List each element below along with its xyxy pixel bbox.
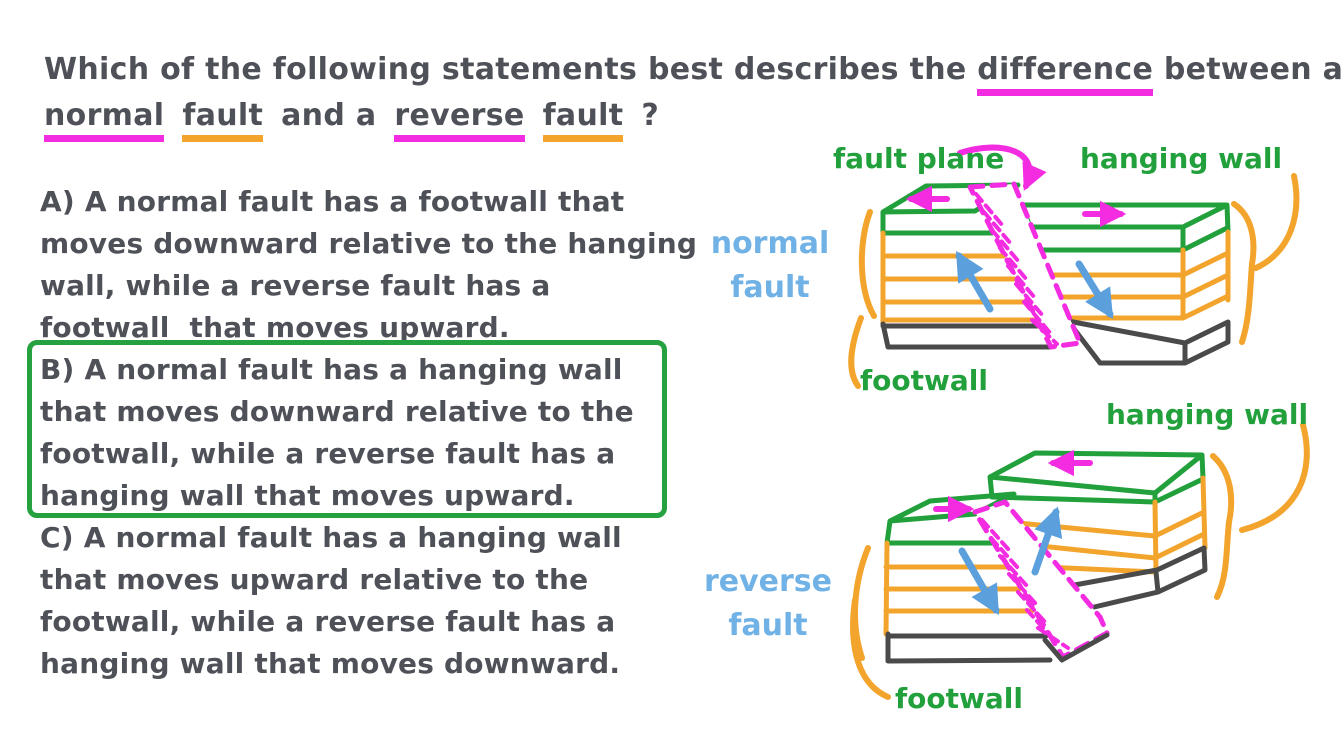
question-line-1: Which of the following statements best d… — [44, 52, 1344, 96]
question-line-2: normal fault and a reverse fault ? — [44, 98, 659, 142]
reverse-fault-plane-band — [972, 499, 1110, 663]
fault-plane-fill — [975, 502, 1107, 657]
block-orange-layers — [883, 540, 1035, 637]
fault-plane-pointer-arrow-icon — [957, 144, 1047, 191]
reverse-fault-label: reverse fault — [698, 560, 838, 648]
fault-foot-dark-edge — [1042, 632, 1110, 663]
fault-plane-label: fault plane — [833, 142, 1005, 175]
reverse-footwall-label: footwall — [895, 682, 1023, 715]
question-text: between a — [1153, 52, 1344, 87]
fault-plane-fill — [970, 184, 1080, 347]
fault-plane-outline — [967, 181, 1083, 350]
footwall-motion-arrow-icon — [958, 547, 1000, 616]
question-highlight-fault-2: fault — [542, 98, 624, 142]
question-highlight-difference: difference — [977, 52, 1154, 96]
option-b-line: that moves downward relative to the — [40, 395, 634, 428]
question-mark: ? — [641, 98, 660, 133]
option-b-line: hanging wall that moves upward. — [40, 479, 575, 512]
question-text: and a — [281, 98, 377, 133]
block-dark-base — [880, 321, 1054, 350]
block-dark-base — [1055, 545, 1208, 615]
option-b-line: footwall, while a reverse fault has a — [40, 437, 616, 470]
option-a-line: footwall that moves upward. — [40, 311, 510, 344]
option-a: A) A normal fault has a footwall that mo… — [40, 181, 697, 349]
reverse-fault-diagram — [850, 422, 1310, 700]
question-highlight-reverse: reverse — [394, 98, 525, 142]
option-c: C) A normal fault has a hanging wall tha… — [40, 517, 622, 685]
footwall-motion-arrow-icon — [955, 250, 994, 313]
reverse-hanging-wall-block — [987, 450, 1208, 615]
option-a-line: A) A normal fault has a footwall that — [40, 185, 625, 218]
option-a-line: moves downward relative to the hanging — [40, 227, 698, 260]
footwall-brace — [848, 209, 877, 389]
reverse-footwall-block — [883, 491, 1053, 664]
block-green-layer — [884, 491, 1017, 546]
block-dark-base — [1065, 318, 1231, 366]
hanging-wall-brace — [1231, 173, 1300, 345]
normal-hanging-wall-label: hanging wall — [1080, 142, 1283, 175]
correct-answer-box — [27, 340, 667, 518]
normal-fault-label-line: fault — [730, 270, 810, 305]
block-green-layer — [1019, 202, 1231, 253]
option-b-line: B) A normal fault has a hanging wall — [40, 353, 623, 386]
question-text: Which of the following statements best d… — [44, 52, 978, 87]
normal-fault-label-line: normal — [710, 226, 830, 261]
hanging-wall-brace — [1210, 422, 1310, 600]
reverse-fault-label-line: fault — [728, 608, 808, 643]
hanging-wall-motion-arrow-icon — [1075, 260, 1114, 319]
option-c-line: that moves upward relative to the — [40, 563, 589, 596]
option-c-line: C) A normal fault has a hanging wall — [40, 521, 622, 554]
block-green-layer — [987, 450, 1206, 505]
block-orange-layers — [1015, 475, 1208, 575]
normal-fault-plane-band — [967, 181, 1083, 350]
normal-fault-label: normal fault — [698, 222, 842, 310]
option-b: B) A normal fault has a hanging wall tha… — [40, 349, 634, 517]
normal-footwall-label: footwall — [860, 364, 988, 397]
normal-hanging-wall-block — [1019, 202, 1231, 366]
footwall-brace — [850, 545, 891, 700]
normal-fault-diagram — [848, 144, 1300, 389]
reverse-hanging-wall-label: hanging wall — [1106, 398, 1309, 431]
block-orange-layers — [880, 230, 1040, 327]
question-highlight-fault-1: fault — [182, 98, 264, 142]
reverse-fault-label-line: reverse — [703, 564, 833, 599]
option-c-line: hanging wall that moves downward. — [40, 647, 621, 680]
hanging-wall-motion-arrow-icon — [1031, 506, 1063, 576]
block-orange-layers — [1048, 229, 1231, 321]
fault-plane-outline — [972, 499, 1110, 660]
question-highlight-normal: normal — [44, 98, 165, 142]
option-c-line: footwall, while a reverse fault has a — [40, 605, 616, 638]
option-a-line: wall, while a reverse fault has a — [40, 269, 551, 302]
block-dark-base — [885, 631, 1053, 664]
